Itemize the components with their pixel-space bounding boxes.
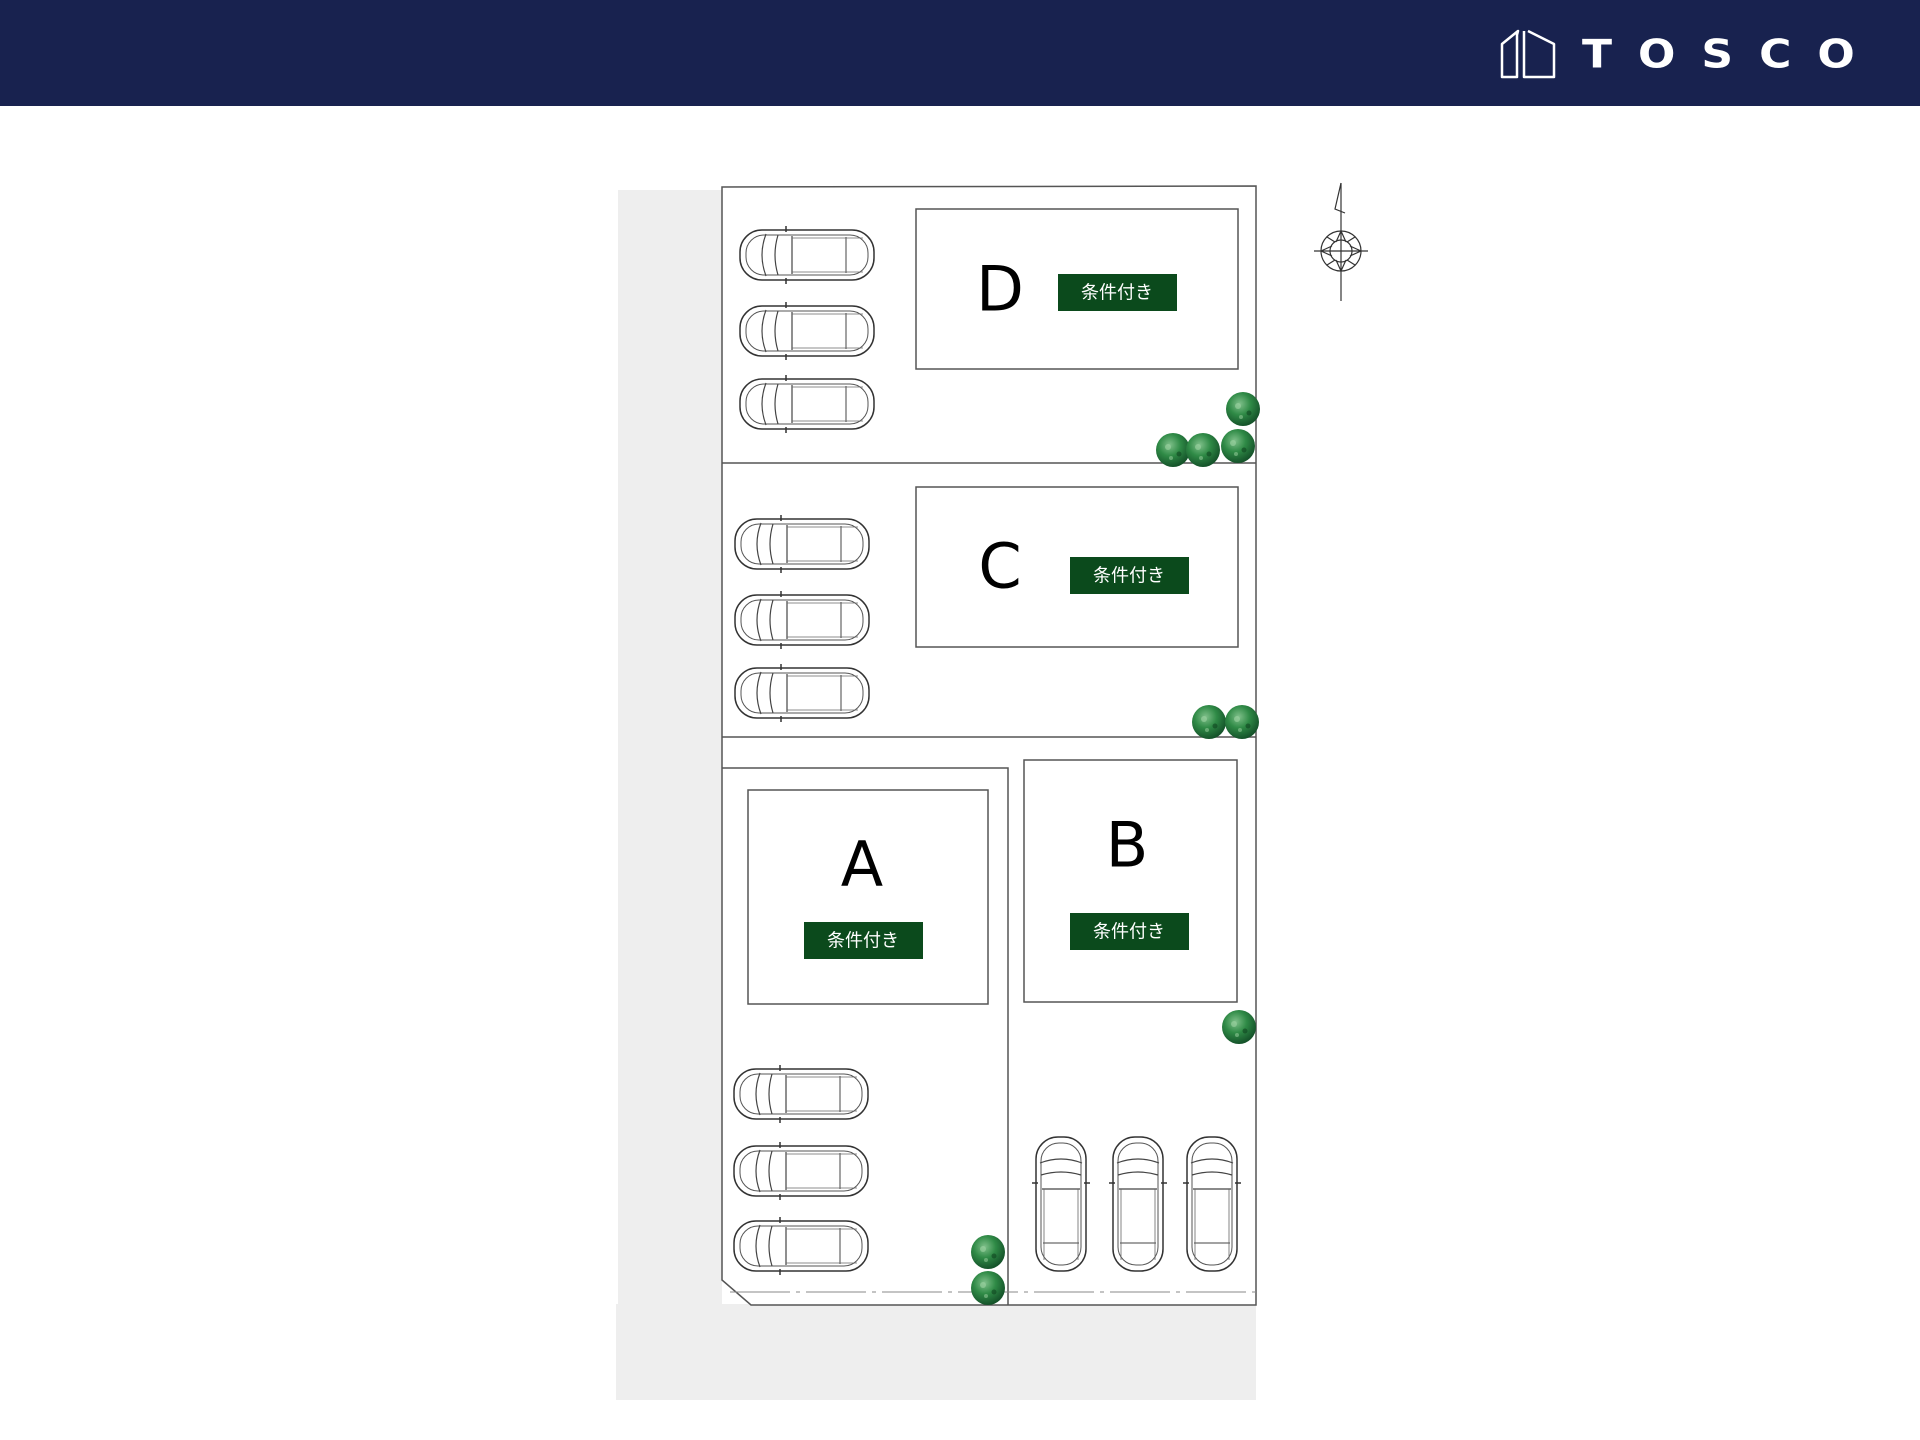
lot-label-c: C (978, 530, 1021, 603)
badge-d (1058, 274, 1177, 311)
badge-text-a: 条件付き (827, 931, 899, 952)
car-icon (1108, 1136, 1168, 1272)
car-icon (1031, 1136, 1091, 1272)
car-icon (734, 514, 870, 574)
badge-a (804, 922, 923, 959)
road-bottom (616, 1304, 1256, 1400)
north-arrow-icon (1314, 182, 1368, 301)
brand-name: TOSCO (1582, 31, 1881, 77)
car-icon (739, 374, 875, 434)
lot-label-a: A (841, 828, 883, 901)
tree-icon (971, 1235, 1005, 1269)
tree-icon (1192, 705, 1226, 739)
badge-c (1070, 557, 1189, 594)
tree-icon (1222, 1010, 1256, 1044)
tree-icon (1156, 433, 1190, 467)
tree-icon (1221, 429, 1255, 463)
house-outline-icon (1500, 29, 1556, 79)
car-icon (733, 1064, 869, 1124)
badge-text-c: 条件付き (1093, 566, 1165, 587)
car-icon (739, 301, 875, 361)
car-icon (733, 1216, 869, 1276)
building-b[interactable] (1023, 759, 1238, 1003)
badge-text-b: 条件付き (1093, 922, 1165, 943)
tree-icon (1186, 433, 1220, 467)
car-icon (734, 663, 870, 723)
road-left (618, 190, 722, 1400)
site-boundary (721, 185, 1257, 1306)
header-bar: TOSCO (0, 0, 1920, 106)
car-icon (733, 1141, 869, 1201)
tree-icon (971, 1271, 1005, 1305)
lot-a-boundary (722, 767, 1009, 1305)
tree-icon (1226, 392, 1260, 426)
car-icon (1182, 1136, 1242, 1272)
badge-b (1070, 913, 1189, 950)
building-a[interactable] (747, 789, 989, 1005)
logo[interactable]: TOSCO (1498, 28, 1881, 80)
lot-label-d: D (976, 253, 1024, 326)
tree-icon (1225, 705, 1259, 739)
car-icon (734, 590, 870, 650)
lot-label-b: B (1106, 809, 1149, 882)
badge-text-d: 条件付き (1081, 283, 1153, 304)
car-icon (739, 225, 875, 285)
